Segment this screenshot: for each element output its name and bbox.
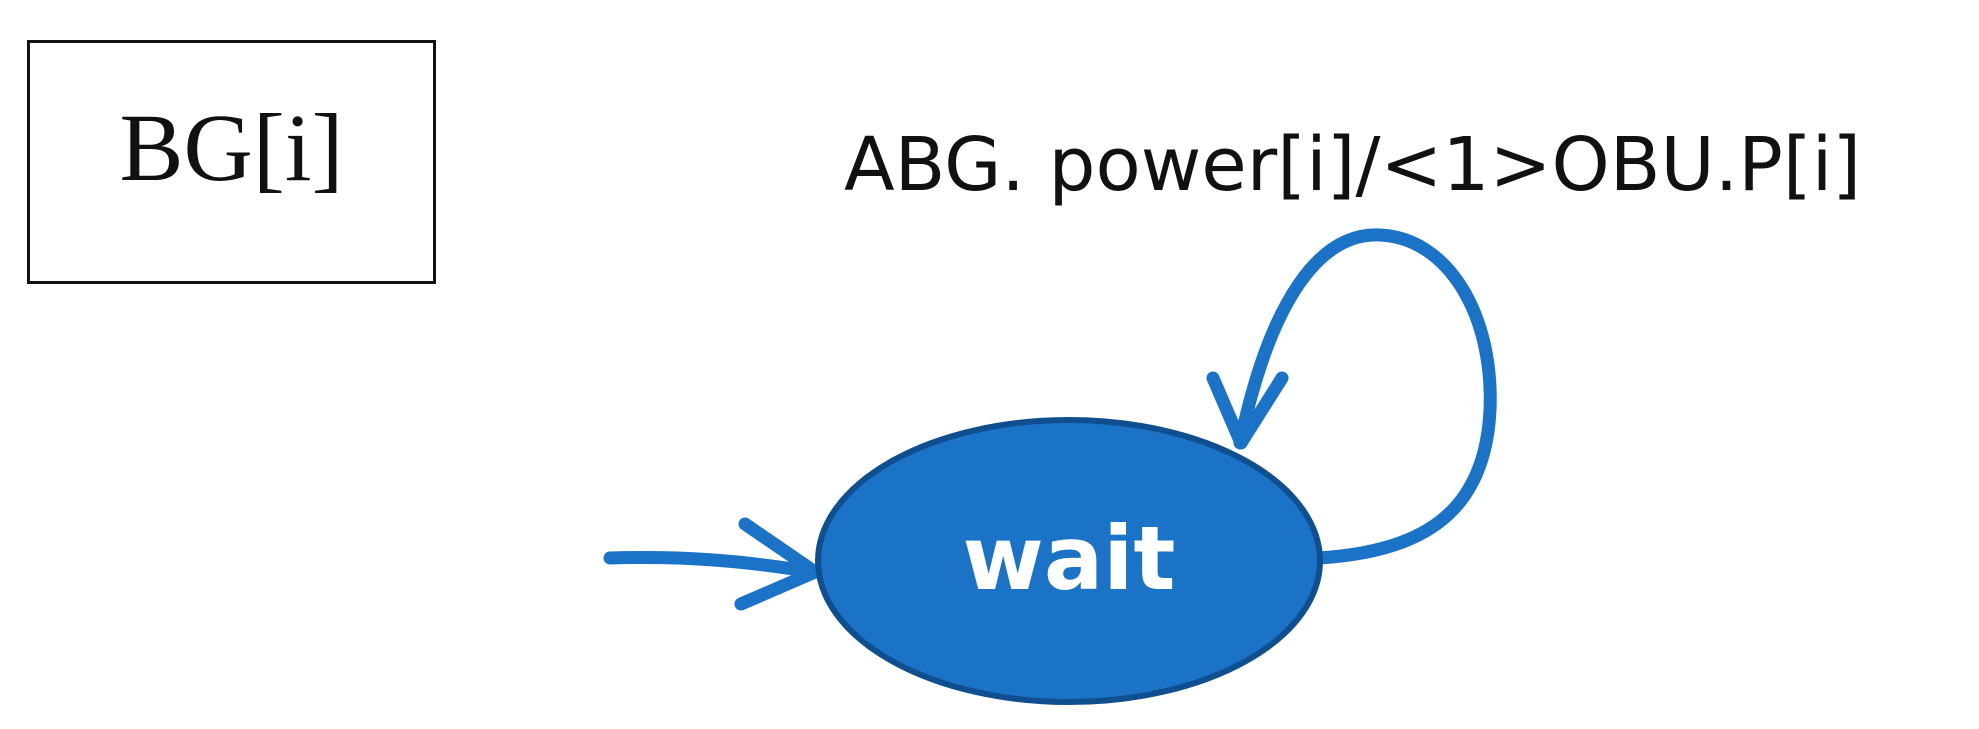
initial-transition-arrow-line bbox=[603, 551, 819, 579]
self-transition-label: ABG. power[i]/<1>OBU.P[i] bbox=[844, 122, 1861, 208]
self-loop-arrowhead bbox=[1206, 371, 1289, 450]
process-name-box: BG[i] bbox=[27, 40, 436, 284]
state-node-wait bbox=[815, 417, 1323, 705]
initial-transition-arrowhead bbox=[734, 517, 822, 611]
state-label-wait: wait bbox=[963, 507, 1176, 610]
process-name-label: BG[i] bbox=[119, 94, 344, 201]
self-loop-arrow-curve bbox=[1233, 228, 1497, 565]
